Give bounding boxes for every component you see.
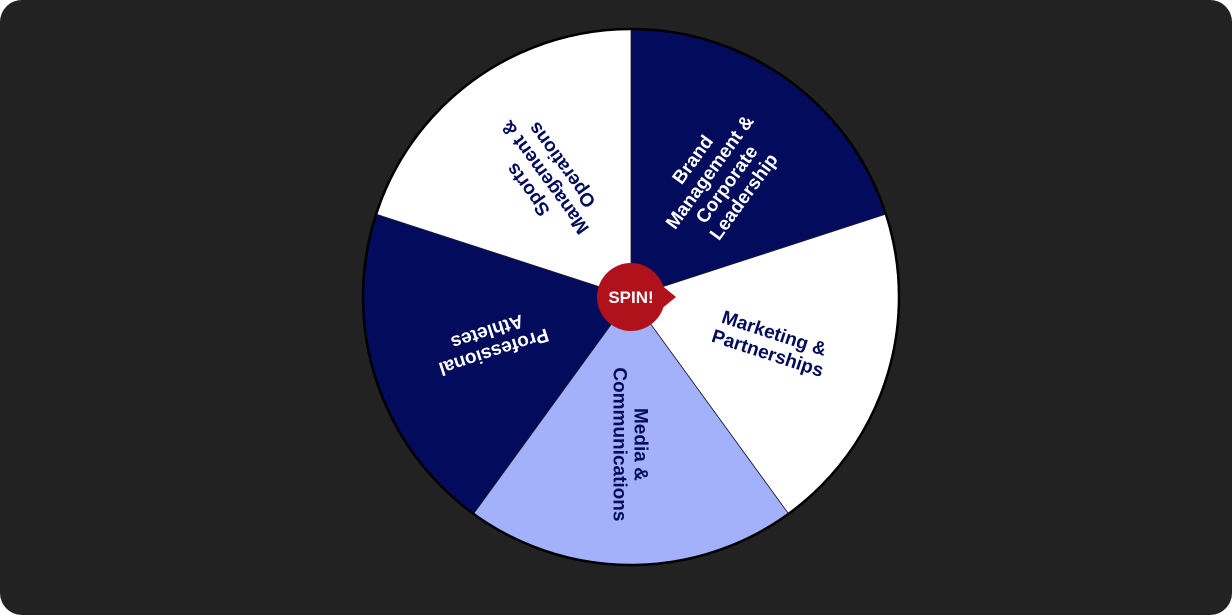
spin-button-label: SPIN! [608,288,653,307]
spin-button-circle[interactable] [597,263,665,331]
segment-label-text: Media &Communications [609,367,651,521]
segment-label-media: Media &Communications [609,367,651,521]
spin-button[interactable]: SPIN! [597,263,676,331]
segment-label-line: Media & [630,408,651,481]
segment-label-line: Communications [609,367,630,521]
wheel-segments [362,28,900,566]
wheel-rim [361,27,901,567]
